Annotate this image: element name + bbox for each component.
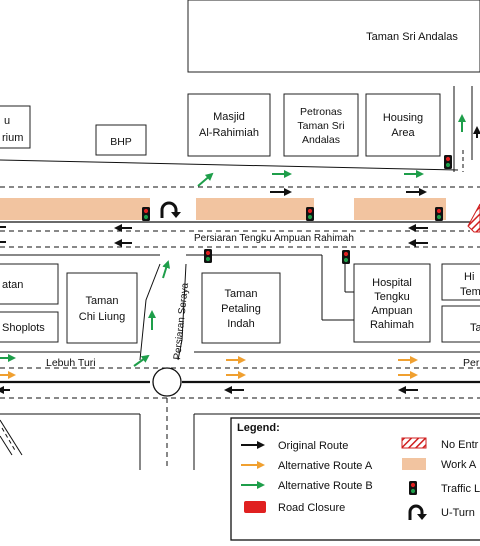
legend-work-area-label: Work A (441, 459, 477, 471)
legend-traffic-light-icon (409, 481, 417, 495)
label-right-mid: Ta (470, 322, 480, 334)
legend-no-entry-label: No Entr (441, 439, 479, 451)
buildings (0, 0, 480, 344)
masjid-block (187, 93, 271, 157)
place-labels: Taman Sri Andalas Masjid Al-Rahimiah Pet… (2, 31, 480, 334)
traffic-light-icon (306, 207, 314, 221)
original-route-arrows (0, 126, 480, 394)
alt-b-arrow (197, 172, 214, 187)
label-hospital-1: Hospital (372, 277, 412, 289)
label-taman-sri-andalas: Taman Sri Andalas (366, 31, 458, 43)
traffic-light-icon (444, 155, 452, 169)
alt-b-arrow (162, 260, 171, 279)
alt-route-b-arrows (0, 114, 466, 367)
label-housing-2: Area (391, 127, 415, 139)
label-petronas-3: Andalas (302, 134, 340, 146)
roundabout (152, 367, 182, 397)
legend-title: Legend: (237, 422, 280, 434)
label-hospital-3: Ampuan (372, 305, 413, 317)
legend-closure-label: Road Closure (278, 502, 345, 514)
label-shoplots: Shoplots (2, 322, 45, 334)
label-left-top-2: rium (2, 132, 23, 144)
u-turn-icon (160, 201, 181, 218)
label-left-mid: atan (2, 279, 23, 291)
alt-route-a-arrows (0, 356, 418, 379)
legend-route-b-label: Alternative Route B (278, 480, 373, 492)
chi-liung-block (66, 272, 138, 344)
traffic-light-icon (435, 207, 443, 221)
shoplots-block (0, 311, 59, 343)
legend-route-a-label: Alternative Route A (278, 460, 373, 472)
traffic-lights (142, 155, 452, 264)
label-masjid-1: Masjid (213, 111, 245, 123)
label-right-top-1: Hi (464, 271, 474, 283)
label-masjid-2: Al-Rahimiah (199, 127, 259, 139)
legend-traffic-light-label: Traffic L (441, 483, 480, 495)
no-entry-hatch (467, 203, 480, 233)
housing-area-block (365, 93, 441, 157)
label-housing-1: Housing (383, 112, 423, 124)
traffic-light-icon (342, 250, 350, 264)
label-bhp: BHP (110, 136, 132, 148)
label-persiaran-seraya: Persiaran Seraya (172, 282, 191, 360)
bhp-block (95, 124, 147, 156)
label-hospital-4: Rahimah (370, 319, 414, 331)
legend-box (230, 417, 480, 541)
left-top-block (0, 105, 31, 149)
legend-original-label: Original Route (278, 440, 348, 452)
hospital-block (353, 263, 431, 343)
label-petronas-2: Taman Sri (297, 120, 344, 132)
label-persiaran-tengku: Persiaran Tengku Ampuan Rahimah (194, 233, 354, 244)
legend: Legend: Original Route Alternative Route… (230, 417, 480, 541)
petaling-block (201, 272, 281, 344)
label-per: Per (463, 357, 480, 369)
alt-b-arrow (133, 354, 150, 367)
label-lebuh-turi: Lebuh Turi (46, 357, 96, 369)
road-lines (0, 86, 480, 470)
legend-work-area-swatch (402, 458, 426, 470)
legend-u-turn-icon (408, 504, 427, 520)
work-area (354, 198, 446, 220)
work-area (0, 198, 150, 220)
label-chi-liung-2: Chi Liung (79, 311, 125, 323)
label-petronas-1: Petronas (300, 106, 342, 118)
label-petaling-1: Taman (224, 288, 257, 300)
left-mid-block (0, 263, 59, 305)
traffic-light-icon (204, 249, 212, 263)
right-mid-block (441, 305, 480, 343)
label-chi-liung-1: Taman (85, 295, 118, 307)
traffic-light-icon (142, 207, 150, 221)
edge-arrow-bits (0, 226, 6, 243)
work-areas (0, 198, 446, 220)
label-petaling-2: Petaling (221, 303, 261, 315)
taman-sri-andalas-block (187, 0, 480, 73)
legend-closure-swatch (244, 501, 266, 513)
right-top-block (441, 263, 480, 301)
work-area (196, 198, 314, 220)
legend-u-turn-label: U-Turn (441, 507, 475, 519)
label-hospital-2: Tengku (374, 291, 409, 303)
label-right-top-2: Tem (460, 286, 480, 298)
petronas-block (283, 93, 359, 157)
legend-no-entry-swatch (401, 437, 427, 449)
label-left-top-1: u (4, 115, 10, 127)
label-petaling-3: Indah (227, 318, 255, 330)
